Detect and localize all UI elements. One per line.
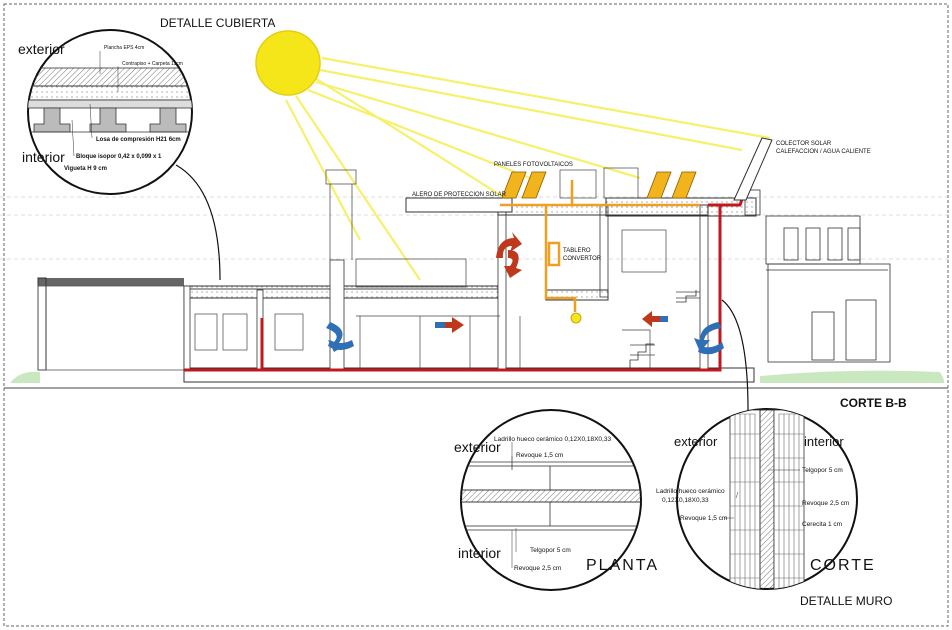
title-section: CORTE B-B [840,396,907,410]
title-roof-detail: DETALLE CUBIERTA [160,16,275,30]
solar-collector [733,137,773,201]
planta-revoque-bottom-label: Revoque 2,5 cm [514,565,561,572]
planta-telgopor-label: Telgopor 5 cm [530,547,571,554]
corte-revoque15-label: Revoque 1,5 cm [680,515,727,522]
label-paneles: PANELES FOTOVOLTAICOS [494,162,573,168]
corte-detail-bubble: exterior interior Telgopor 5 cm Ladrillo… [656,408,876,590]
neighbor-building [744,189,891,363]
reference-lines [0,196,952,260]
roof-interior-label: interior [22,149,65,165]
sun-icon [255,30,321,96]
detail-leader-lines [175,164,749,411]
corte-revoque25-label: Revoque 2,5 cm [802,500,849,507]
roof-contrapiso-label: Contrapiso + Carpeta 11cm [122,61,183,67]
label-tablero-2: CONVERTOR [563,256,602,262]
lamp-icon [570,312,582,324]
corte-caption: CORTE [810,557,876,574]
roof-plancha-label: Plancha EPS 4cm [104,45,144,51]
label-alero: ALERO DE PROTECCION SOLAR [412,192,507,198]
planta-interior-label: interior [458,545,501,561]
planta-detail-bubble: exterior interior Ladrillo hueco cerámic… [454,409,659,591]
roof-vigueta-label: Vigueta H 9 cm [64,166,107,172]
solar-duct [500,180,700,312]
corte-ladrillo-label-2: 0,12X0,18X0,33 [662,497,709,504]
label-tablero-1: TABLERO [563,248,591,254]
label-colector-1: COLECTOR SOLAR [776,141,832,147]
corte-telgopor-label: Telgopor 5 cm [802,467,843,474]
label-colector-2: CALEFACCION / AGUA CALIENTE [776,149,871,155]
thermal-envelope-line [184,141,764,372]
corte-cerecita-label: Cerecita 1 cm [802,521,842,528]
planta-exterior-label: exterior [454,439,501,455]
roof-detail-bubble: exterior interior Plancha EPS 4cm Contra… [18,29,193,195]
roof-exterior-label: exterior [18,41,65,57]
drawing-frame [3,3,949,627]
planta-revoque-top-label: Revoque 1,5 cm [516,452,563,459]
ground-left [10,371,40,383]
corte-ladrillo-label-1: Ladrillo hueco cerámico [656,488,725,495]
house-section [37,167,757,383]
airflow-arrows [326,232,724,355]
sun-rays [285,56,771,281]
title-wall-detail: DETALLE MURO [800,594,892,608]
roof-losa-label: Losa de compresión H21 6cm [96,137,181,143]
photovoltaic-panels [501,171,697,199]
roof-bloque-label: Bloque isopor 0,42 x 0,099 x 1 [76,154,162,160]
corte-exterior-label: exterior [674,434,718,449]
corte-interior-label: interior [804,434,844,449]
ground-right [760,370,945,383]
planta-ladrillo-label: Ladrillo hueco cerámico 0,12X0,18X0,33 [494,436,611,443]
planta-caption: PLANTA [586,557,659,574]
